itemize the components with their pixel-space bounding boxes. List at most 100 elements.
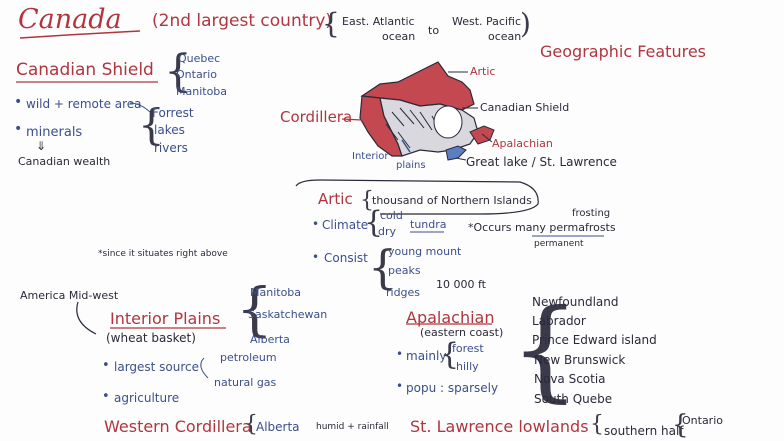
apalachian-mainly-2: hilly <box>456 360 479 373</box>
east-sub-label: ocean <box>382 30 416 43</box>
artic-consist-3: ridges <box>386 286 421 299</box>
map-hudson-bay <box>433 105 463 139</box>
artic-height: 10 000 ft <box>436 278 486 291</box>
cordillera-pointer <box>341 118 363 121</box>
shield-province-3: Manitoba <box>176 85 228 98</box>
apalachian-province-4: New Brunswick <box>534 353 626 367</box>
artic-climate-label: Climate <box>322 218 369 232</box>
artic-permanent: permanent <box>534 239 584 249</box>
apalachian-province-3: Prince Edward island <box>532 333 657 347</box>
apalachian-popu: popu : sparsely <box>406 381 499 395</box>
apalachian-popu-dot: • <box>396 379 404 393</box>
map-great-lakes <box>445 145 467 161</box>
shield-heading: Canadian Shield <box>16 60 154 80</box>
header-brace: { <box>322 7 340 40</box>
shield-feature-2: lakes <box>154 123 185 137</box>
interior-heading: Interior Plains <box>110 309 221 328</box>
map-apalachian-region <box>469 125 495 145</box>
artic-cold: cold <box>380 209 403 222</box>
shield-result: Canadian wealth <box>18 155 111 168</box>
artic-consist-dot: • <box>312 250 320 264</box>
stlawrence-heading: St. Lawrence lowlands <box>410 417 589 436</box>
artic-climate-brace: { <box>364 205 384 240</box>
stlawrence-southern: southern half <box>604 424 684 438</box>
artic-heading: Artic <box>318 190 353 208</box>
artic-tundra: tundra <box>410 218 447 231</box>
apalachian-province-6: South Quebe <box>534 392 613 406</box>
shield-bullet-1: wild + remote area <box>26 97 142 111</box>
interior-province-1: Manitoba <box>250 286 302 299</box>
canada-map <box>359 61 495 161</box>
western-alberta: Alberta <box>256 420 300 434</box>
artic-permafrost-note: *Occurs many permafrosts <box>468 221 616 234</box>
shield-provinces-brace: { <box>164 46 192 97</box>
artic-consist-1: young mount <box>388 245 462 258</box>
artic-islands: thousand of Northern Islands <box>372 194 532 207</box>
apalachian-mainly: mainly <box>406 349 447 363</box>
shield-province-1: Quebec <box>178 52 221 65</box>
interior-bullet-1-dot: • <box>102 358 110 373</box>
apalachian-sub: (eastern coast) <box>420 326 504 339</box>
apalachian-mainly-dot: • <box>396 347 404 361</box>
western-humid: humid + rainfall <box>316 422 389 432</box>
to-label: to <box>428 24 440 37</box>
map-label-interior: Interior <box>352 151 389 162</box>
interior-note: *since it situates right above <box>98 249 228 259</box>
header-close-paren: ) <box>520 7 531 40</box>
shield-bullet-1-dot: • <box>14 94 23 110</box>
interior-province-3: Alberta <box>250 333 290 346</box>
shield-bullet-2: minerals <box>26 125 83 140</box>
page-subtitle: (2nd largest country) <box>152 11 333 31</box>
apalachian-pointer <box>481 133 493 143</box>
shield-features-brace: { <box>138 100 165 149</box>
western-brace: { <box>244 412 258 437</box>
apalachian-province-5: Nova Scotia <box>534 372 606 386</box>
shield-bullet-2-dot: • <box>14 121 23 137</box>
apalachian-province-2: Labrador <box>532 314 586 328</box>
apalachian-provinces-brace: { <box>510 285 580 413</box>
shield-feature-1: Forrest <box>152 106 194 120</box>
map-interior-stroke <box>401 139 411 153</box>
east-label: East. Atlantic <box>342 15 415 28</box>
shield-feature-3: rivers <box>154 141 188 155</box>
artic-frosting: frosting <box>572 208 611 219</box>
title-underline <box>19 30 141 39</box>
interior-bullet-1: largest source <box>114 360 200 374</box>
map-label-shield: Canadian Shield <box>480 101 570 114</box>
map-label-plains: plains <box>396 160 426 171</box>
stlawrence-ontario-brace: { <box>672 410 689 440</box>
shield-arrow: ⇓ <box>36 139 47 153</box>
greatlake-pointer <box>455 157 467 161</box>
artic-bubble <box>295 179 539 215</box>
interior-sub: (wheat basket) <box>106 331 196 345</box>
apalachian-mainly-1: forest <box>452 342 484 355</box>
wild-arrow <box>129 102 151 113</box>
midwest-pointer <box>76 301 97 335</box>
geo-heading: Geographic Features <box>540 42 706 61</box>
western-cordillera-heading: Western Cordillera <box>104 417 252 436</box>
apalachian-province-1: Newfoundland <box>532 295 619 309</box>
interior-source-1: petroleum <box>220 351 277 364</box>
stlawrence-ontario: Ontario <box>682 414 723 427</box>
map-label-cordillera: Cordillera <box>280 108 353 126</box>
artic-consist-label: Consist <box>324 251 368 265</box>
artic-brace: { <box>360 188 374 213</box>
interior-america: America Mid-west <box>20 289 119 302</box>
west-label: West. Pacific <box>452 15 521 28</box>
artic-consist-2: peaks <box>388 264 421 277</box>
map-label-greatlake: Great lake / St. Lawrence <box>466 155 617 169</box>
shield-province-2: Ontario <box>176 68 217 81</box>
apalachian-mainly-brace: { <box>440 337 460 372</box>
west-sub-label: ocean <box>488 30 522 43</box>
artic-dry: dry <box>378 225 397 238</box>
interior-province-2: Saskatchewan <box>248 308 328 321</box>
interior-source-2: natural gas <box>214 376 277 389</box>
map-label-artic: Artic <box>470 65 496 78</box>
artic-consist-brace: { <box>368 240 398 294</box>
page-title: Canada <box>18 4 122 35</box>
interior-provinces-brace: { <box>236 275 273 343</box>
stlawrence-brace: { <box>590 412 604 437</box>
map-label-apalachian: Apalachian <box>492 137 553 150</box>
